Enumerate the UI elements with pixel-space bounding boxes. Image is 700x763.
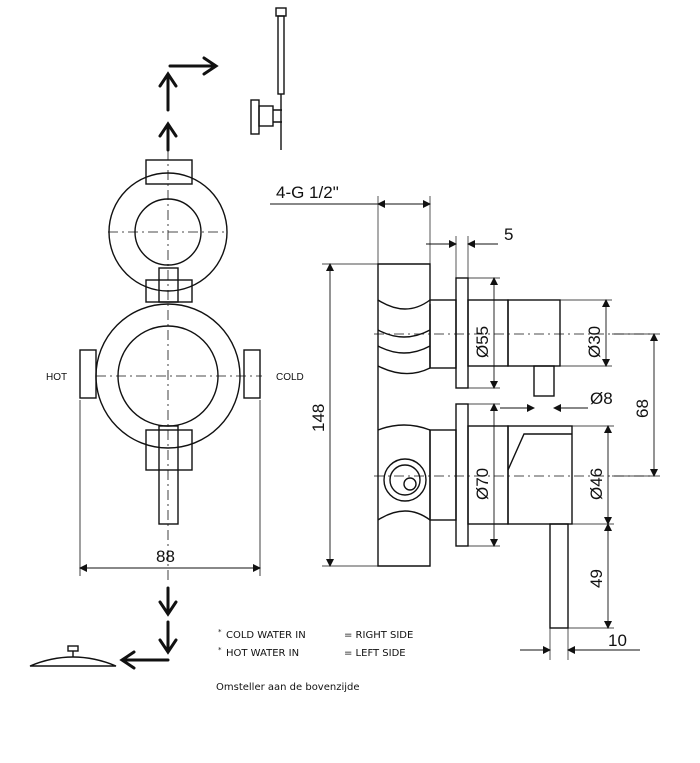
dimension-lever-49: 49: [587, 569, 606, 588]
side-view: [374, 263, 650, 629]
dimension-dia-46: Ø46: [587, 468, 606, 500]
dimension-offset-68: 68: [633, 399, 652, 418]
footer-note: Omsteller aan de bovenzijde: [216, 682, 360, 693]
side-view-dimension-lines: [270, 196, 660, 660]
dimension-plate-5: 5: [504, 225, 513, 244]
dimension-width-88: 88: [156, 547, 175, 566]
note-hot-label: HOT WATER IN: [226, 648, 299, 659]
dimension-dia-55: Ø55: [473, 326, 492, 358]
dimension-height-148: 148: [309, 404, 328, 432]
notes: * COLD WATER IN = RIGHT SIDE * HOT WATER…: [216, 628, 413, 693]
note-cold-label: COLD WATER IN: [226, 630, 306, 641]
note-hot-value: = LEFT SIDE: [344, 648, 406, 659]
dimension-dia-8: Ø8: [590, 389, 613, 408]
dimension-lever-10: 10: [608, 631, 627, 650]
note-cold-value: = RIGHT SIDE: [344, 630, 413, 641]
flow-arrows-bottom: [119, 586, 178, 670]
thread-label: 4-G 1/2": [276, 183, 339, 202]
side-label-cold: COLD: [276, 372, 304, 383]
note-marker: *: [218, 646, 222, 654]
front-view: [79, 150, 262, 584]
rain-shower-head-icon: [29, 645, 117, 667]
flow-arrows-top: [158, 56, 219, 152]
side-label-hot: HOT: [46, 372, 67, 383]
dimension-dia-70: Ø70: [473, 468, 492, 500]
hand-shower-icon: [250, 7, 287, 150]
dimension-dia-30: Ø30: [585, 326, 604, 358]
note-marker: *: [218, 628, 222, 636]
